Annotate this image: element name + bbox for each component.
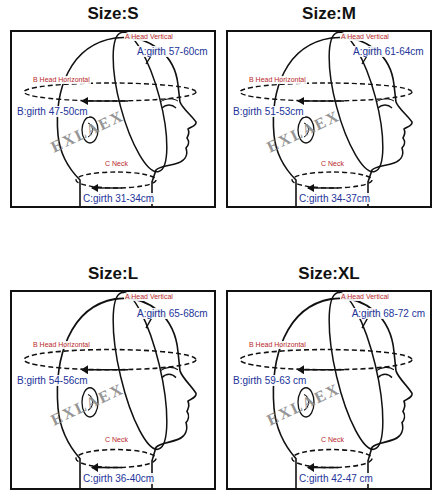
girth-value: B:girth 47-50cm xyxy=(16,106,89,117)
size-title: Size:S xyxy=(12,5,214,24)
size-panel: Size:XLA Head VerticalA:girth 68-72 cmB … xyxy=(226,290,432,490)
measure-name: C Neck xyxy=(104,160,129,168)
measure-name: C Neck xyxy=(104,436,129,444)
size-panel: Size:LA Head VerticalA:girth 65-68cmB He… xyxy=(10,290,216,490)
measure-name: B Head Horizontal xyxy=(248,76,307,84)
girth-value: A:girth 65-68cm xyxy=(136,308,209,319)
girth-value: B:girth 54-56cm xyxy=(16,375,89,386)
girth-value: B:girth 59-63 cm xyxy=(232,375,307,386)
girth-value: B:girth 51-53cm xyxy=(232,106,305,117)
size-panel: Size:SA Head VerticalA:girth 57-60cmB He… xyxy=(10,30,216,208)
measure-name: B Head Horizontal xyxy=(32,341,91,349)
size-title: Size:M xyxy=(228,5,430,24)
girth-value: A:girth 57-60cm xyxy=(136,46,209,57)
measure-name: B Head Horizontal xyxy=(32,76,91,84)
girth-value: A:girth 68-72 cm xyxy=(351,308,426,319)
measure-name: A Head Vertical xyxy=(340,33,390,41)
girth-value: C:girth 42-47 cm xyxy=(298,473,374,484)
girth-value: C:girth 36-40cm xyxy=(82,473,155,484)
watermark: EXLAEX xyxy=(264,380,343,429)
measure-name: A Head Vertical xyxy=(124,293,174,301)
measure-name: A Head Vertical xyxy=(124,33,174,41)
measure-name: C Neck xyxy=(320,436,345,444)
girth-value: C:girth 34-37cm xyxy=(298,193,371,204)
size-title: Size:XL xyxy=(228,265,430,284)
size-panel: Size:MA Head VerticalA:girth 61-64cmB He… xyxy=(226,30,432,208)
girth-value: C:girth 31-34cm xyxy=(82,193,155,204)
measure-name: A Head Vertical xyxy=(340,293,390,301)
size-title: Size:L xyxy=(12,265,214,284)
watermark: EXLAEX xyxy=(48,380,127,429)
girth-value: A:girth 61-64cm xyxy=(352,46,425,57)
measure-name: C Neck xyxy=(320,160,345,168)
measure-name: B Head Horizontal xyxy=(248,341,307,349)
